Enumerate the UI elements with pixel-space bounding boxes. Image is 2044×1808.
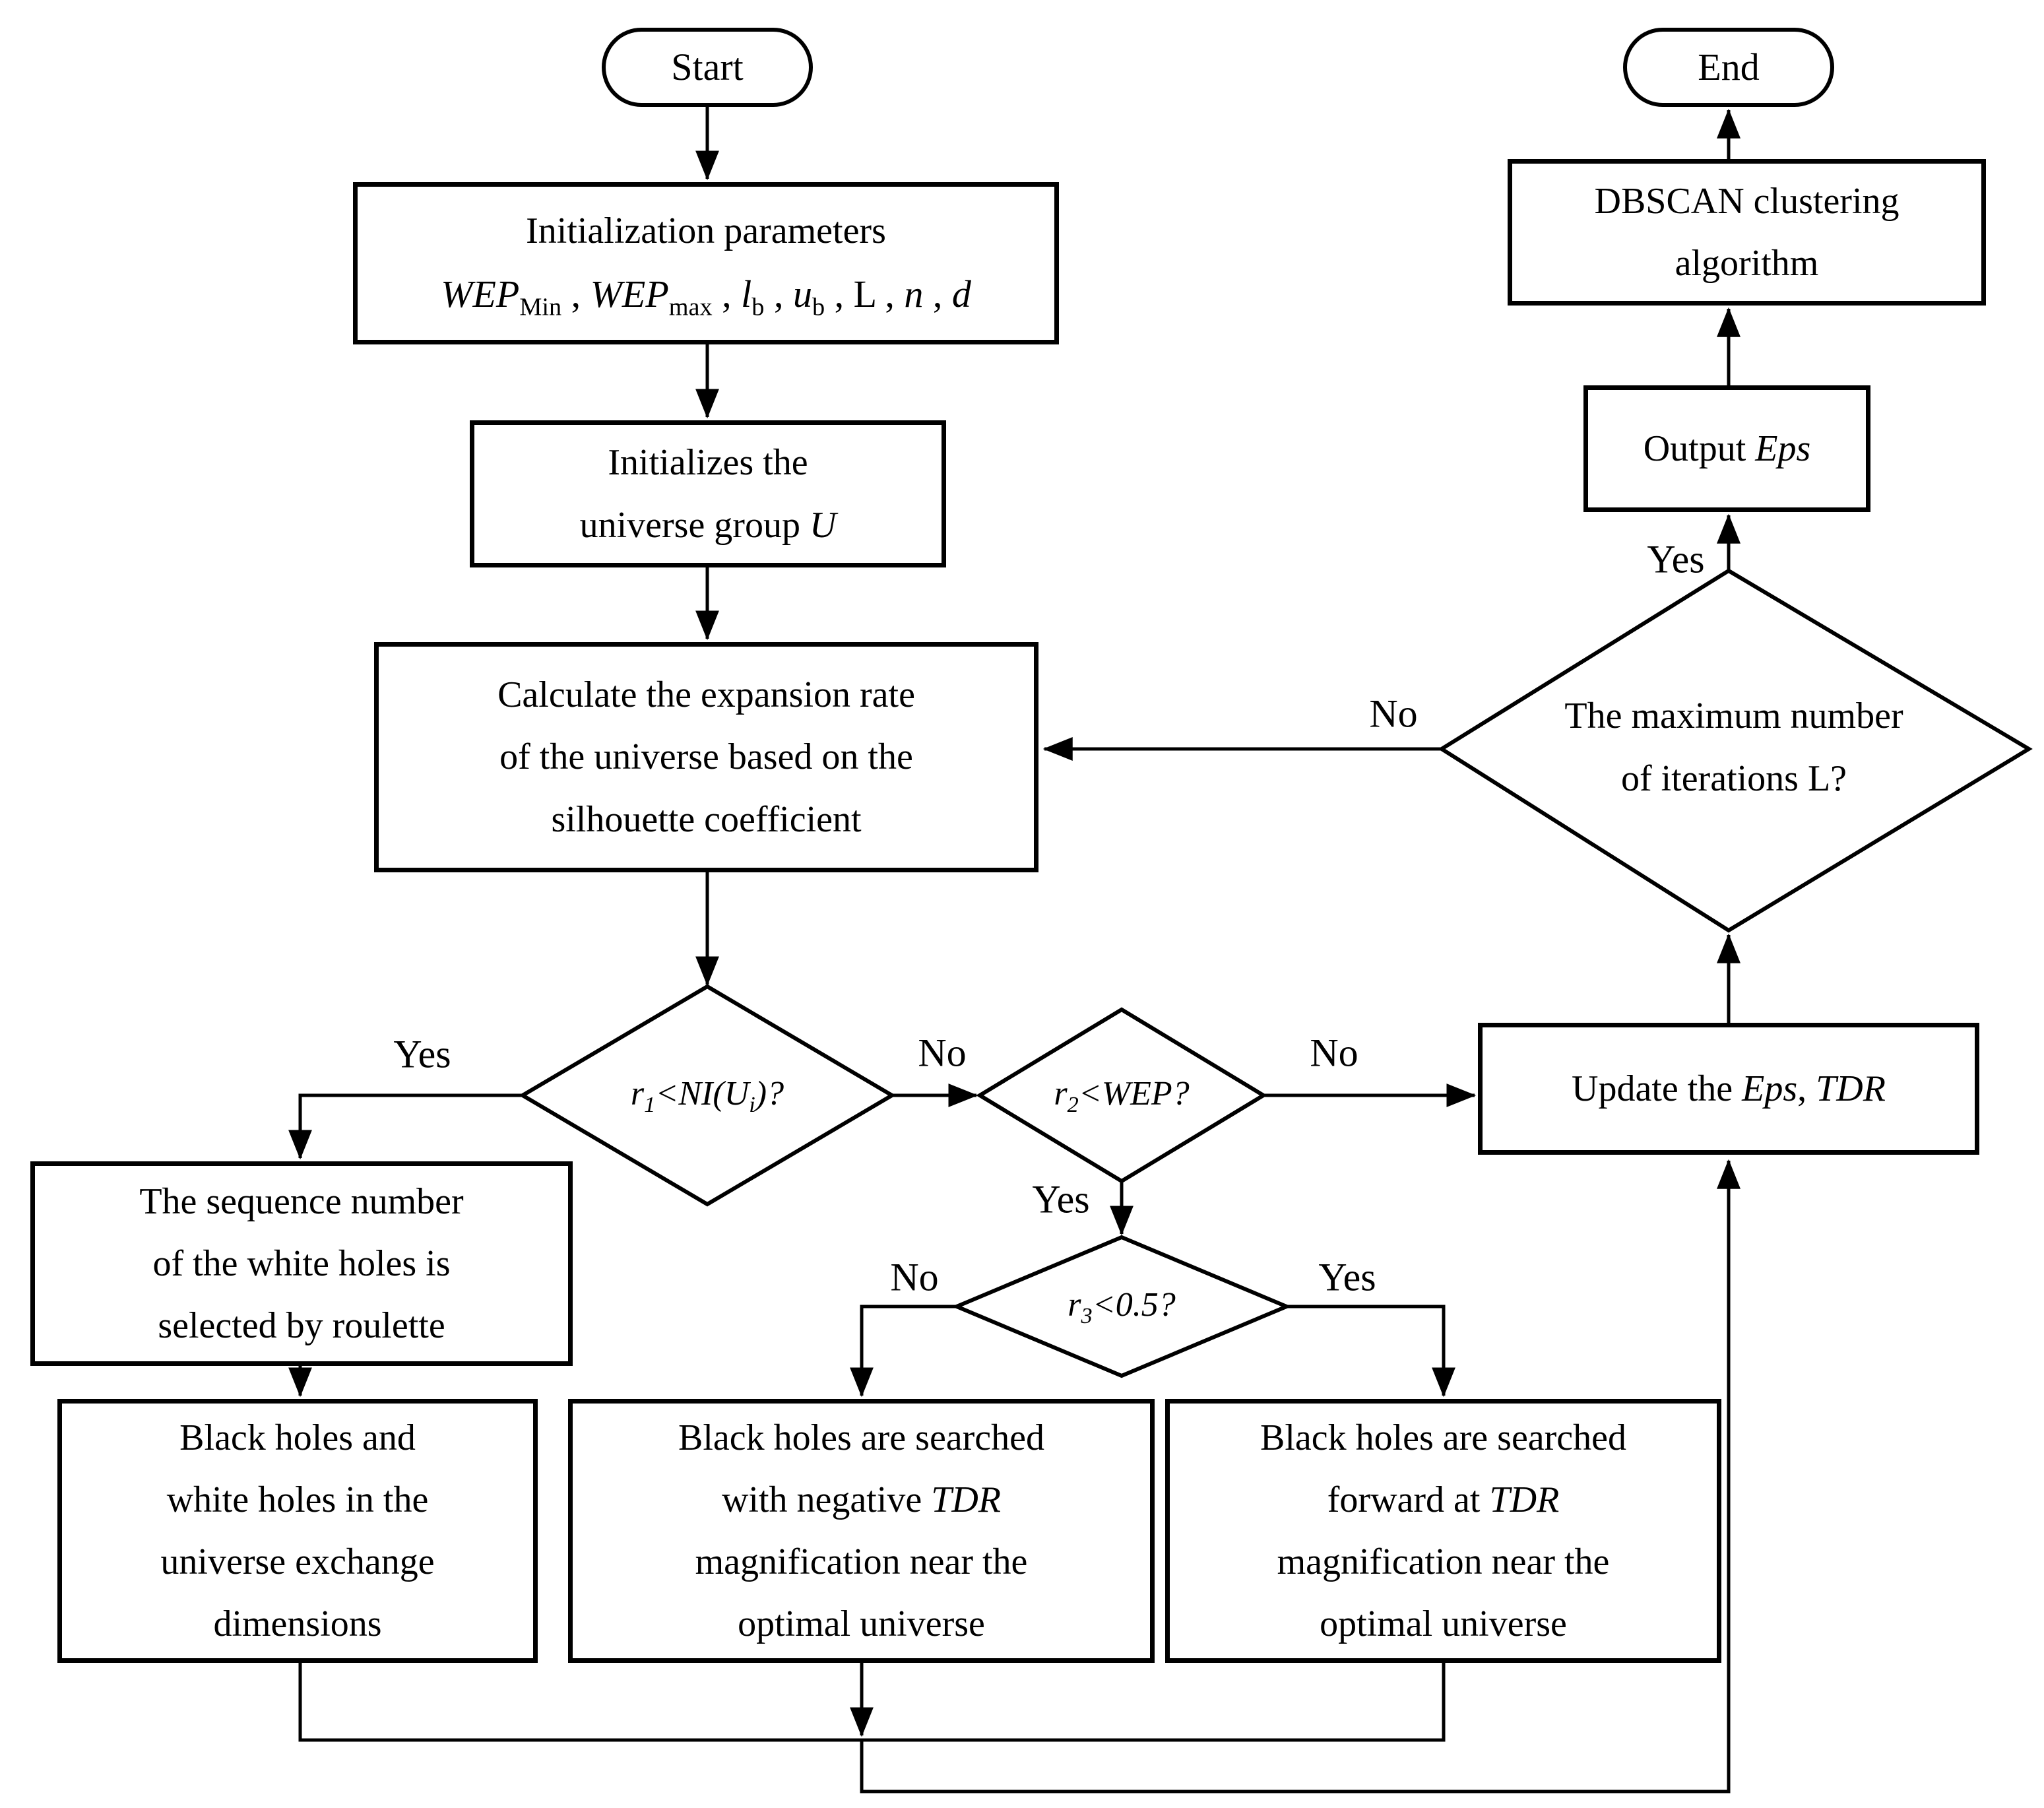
forward-tdr-line4: optimal universe: [1320, 1603, 1567, 1645]
calculate-expansion-line2: of the universe based on the: [499, 736, 913, 778]
end-label: End: [1698, 46, 1760, 89]
label-r1-no: No: [918, 1031, 967, 1075]
negative-tdr-line3: magnification near the: [695, 1541, 1028, 1582]
exchange-line1: Black holes and: [179, 1417, 416, 1458]
dbscan-line1: DBSCAN clustering: [1594, 180, 1900, 222]
forward-tdr-line1: Black holes are searched: [1260, 1417, 1627, 1458]
label-r2-no: No: [1310, 1031, 1358, 1075]
decision-maxiter-label: The maximum number of iterations L?: [1564, 685, 1903, 810]
output-eps-line: Output Eps: [1643, 428, 1811, 469]
decision-r2-label: r2<WEP?: [1054, 1074, 1190, 1118]
forward-tdr-line3: magnification near the: [1277, 1541, 1610, 1582]
initialize-universe-line1: Initializes the: [608, 442, 808, 484]
start-label: Start: [671, 46, 744, 89]
decision-r2-shape: [976, 1007, 1267, 1184]
decision-maxiter-shape: [1438, 568, 2033, 933]
start-node: Start: [602, 28, 813, 107]
calculate-expansion-line3: silhouette coefficient: [551, 798, 862, 840]
label-maxiter-no: No: [1369, 692, 1418, 736]
negative-tdr-search-box: Black holes are searched with negative T…: [568, 1399, 1155, 1663]
label-maxiter-yes: Yes: [1647, 537, 1705, 581]
calculate-expansion-box: Calculate the expansion rate of the univ…: [374, 642, 1038, 872]
exchange-line3: universe exchange: [160, 1541, 435, 1582]
roulette-line3: selected by roulette: [158, 1305, 445, 1347]
initialize-universe-line2: universe group U: [579, 504, 837, 546]
label-r2-yes: Yes: [1032, 1177, 1090, 1221]
roulette-line1: The sequence number: [139, 1180, 464, 1222]
edge-r3-no-to-negative: [850, 1305, 957, 1398]
exchange-line2: white holes in the: [166, 1479, 429, 1520]
update-eps-tdr-box: Update the Eps, TDR: [1478, 1023, 1979, 1155]
decision-r1-label: r1<NI(Ui)?: [630, 1074, 784, 1118]
decision-r3-label: r3<0.5?: [1068, 1285, 1176, 1329]
label-r3-yes: Yes: [1318, 1255, 1376, 1299]
decision-r1-shape: [519, 984, 896, 1207]
output-eps-box: Output Eps: [1583, 385, 1870, 512]
edge-r3-yes-to-forward: [1287, 1305, 1455, 1398]
exchange-dimensions-box: Black holes and white holes in the unive…: [57, 1399, 538, 1663]
exchange-line4: dimensions: [213, 1603, 382, 1645]
edge-merge-to-update: [860, 1159, 1741, 1793]
label-r3-no: No: [890, 1255, 939, 1299]
negative-tdr-line2: with negative TDR: [721, 1479, 1002, 1520]
negative-tdr-line4: optimal universe: [738, 1603, 985, 1645]
initialization-title: Initialization parameters: [526, 210, 886, 252]
dbscan-line2: algorithm: [1675, 243, 1819, 284]
initialize-universe-box: Initializes the universe group U: [470, 420, 946, 567]
decision-maxiter-line2: of iterations L?: [1620, 758, 1847, 799]
end-node: End: [1623, 28, 1834, 107]
roulette-selection-box: The sequence number of the white holes i…: [30, 1161, 573, 1366]
initialization-parameters-line: WEPMin , WEPmax , lb , ub , L , n , d: [441, 273, 971, 321]
decision-maxiter-line1: The maximum number: [1564, 695, 1903, 736]
initialization-parameters-box: Initialization parameters WEPMin , WEPma…: [353, 182, 1059, 344]
dbscan-box: DBSCAN clustering algorithm: [1508, 159, 1986, 306]
decision-r3-shape: [951, 1235, 1292, 1378]
forward-tdr-line2: forward at TDR: [1327, 1479, 1560, 1520]
edge-merge-horizontal: [298, 1663, 1446, 1742]
negative-tdr-line1: Black holes are searched: [678, 1417, 1045, 1458]
update-eps-tdr-line: Update the Eps, TDR: [1572, 1068, 1886, 1109]
calculate-expansion-line1: Calculate the expansion rate: [497, 674, 915, 716]
edge-r1-yes-to-roulette: [288, 1093, 523, 1160]
forward-tdr-search-box: Black holes are searched forward at TDR …: [1165, 1399, 1721, 1663]
label-r1-yes: Yes: [393, 1032, 451, 1076]
roulette-line2: of the white holes is: [152, 1243, 451, 1284]
